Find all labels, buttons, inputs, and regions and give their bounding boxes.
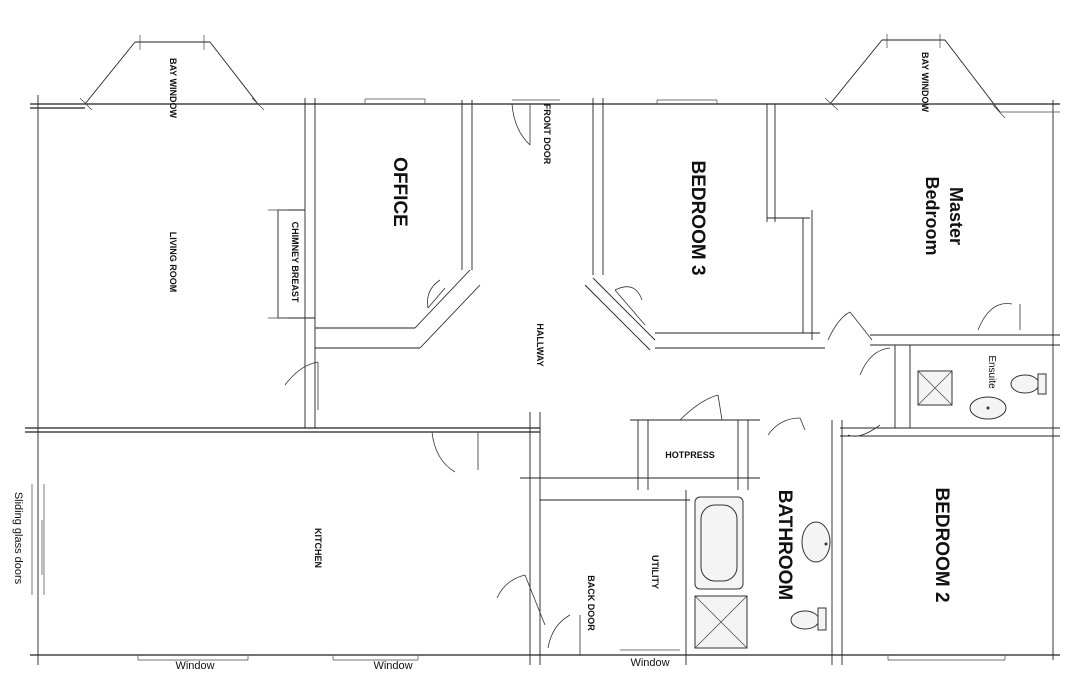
bay-window-left — [79, 35, 265, 111]
kitchen-window-1-label: Window — [175, 660, 214, 672]
hallway-label: HALLWAY — [535, 323, 545, 366]
kitchen-window-2-label: Window — [373, 660, 412, 672]
utility-window-label: Window — [630, 657, 669, 669]
bay-window-right — [824, 34, 1006, 119]
living-room-door — [284, 361, 319, 410]
master-bedroom-label-line1: Master — [946, 187, 966, 245]
chimney-breast-walls — [268, 98, 316, 428]
back-door-label: BACK DOOR — [586, 575, 596, 631]
kitchen-label: KITCHEN — [313, 528, 323, 568]
ensuite-label: Ensuite — [986, 355, 997, 389]
bedroom3-walls — [584, 98, 825, 351]
utility-label: UTILITY — [650, 555, 660, 589]
bedroom2-label: BEDROOM 2 — [931, 487, 952, 602]
master-bedroom-label-line2: Bedroom — [922, 176, 942, 255]
bathtub — [694, 496, 744, 590]
office-label: OFFICE — [389, 157, 410, 227]
chimney-breast-label: CHIMNEY BREAST — [290, 222, 300, 303]
ensuite-basin — [969, 396, 1007, 420]
bathroom-basin — [801, 521, 831, 563]
bedroom2-walls — [887, 655, 1006, 661]
bathroom-toilet — [790, 607, 827, 631]
living-room-label: LIVING ROOM — [168, 232, 178, 293]
bay-window-right-label: BAY WINDOW — [920, 52, 930, 113]
ensuite-walls — [827, 303, 1060, 437]
office-walls — [315, 98, 481, 349]
front-door-label: FRONT DOOR — [542, 104, 552, 165]
hotpress-label: HOTPRESS — [665, 450, 715, 460]
hotpress-walls — [630, 394, 760, 490]
front-door — [511, 99, 560, 146]
outer-walls — [25, 95, 1060, 665]
ensuite-shower — [917, 370, 953, 406]
bathroom-shower — [694, 595, 748, 649]
sliding-doors-label: Sliding glass doors — [12, 492, 24, 585]
bathroom-label: BATHROOM — [774, 490, 795, 600]
bay-window-left-label: BAY WINDOW — [168, 58, 178, 119]
ensuite-toilet — [1010, 373, 1047, 395]
bathroom-walls — [685, 417, 881, 665]
bedroom3-label: BEDROOM 3 — [687, 160, 708, 275]
kitchen-walls — [31, 412, 760, 665]
